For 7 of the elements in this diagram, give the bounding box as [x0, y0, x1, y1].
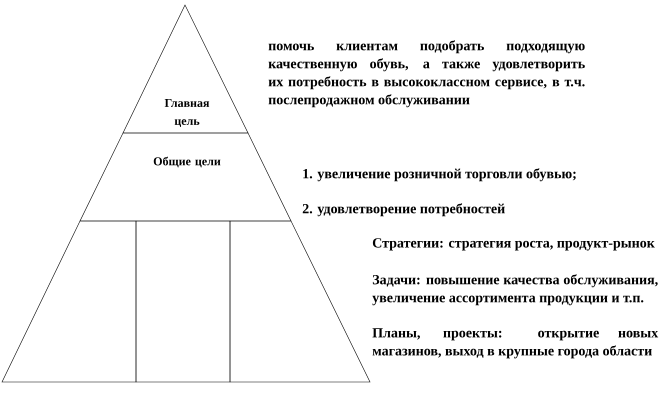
pyramid-level: Общие цели — [80, 132, 292, 222]
description-text: 2. удовлетворение потребностей — [302, 203, 505, 216]
description-text: помочь клиентам подобрать подходящую качественную обувь, а также удовлетворить их потребность в высококлассном сервисе, в т.ч. послепродажном обслуживании — [268, 40, 585, 108]
pyramid-section — [230, 220, 370, 382]
pyramid-section — [2, 220, 136, 382]
description-text: 1. увеличение розничной торговли обувью; — [303, 168, 576, 182]
pyramid-section — [136, 220, 230, 382]
